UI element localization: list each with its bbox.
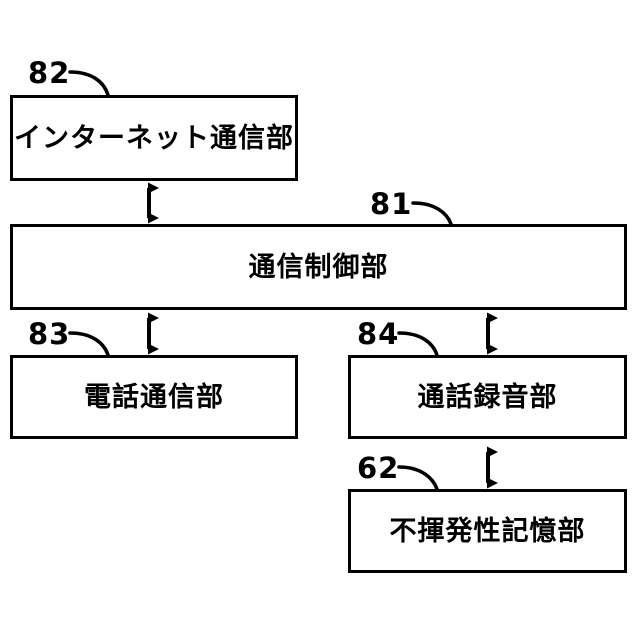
reference-number-83: 83 — [28, 317, 71, 351]
block-label-internet-communication-unit: インターネット通信部 — [14, 122, 294, 154]
block-internet-communication-unit: インターネット通信部 — [10, 95, 298, 181]
block-label-nonvolatile-storage-unit: 不揮発性記憶部 — [389, 515, 586, 547]
reference-number-81: 81 — [370, 187, 413, 221]
leader-line-84 — [397, 331, 439, 357]
leader-line-82 — [68, 70, 110, 97]
block-telephone-communication-unit: 電話通信部 — [10, 355, 298, 439]
block-communication-control-unit: 通信制御部 — [10, 224, 627, 310]
reference-number-62: 62 — [357, 451, 400, 485]
reference-number-82: 82 — [28, 56, 71, 90]
block-label-call-recording-unit: 通話録音部 — [417, 381, 558, 413]
leader-line-81 — [411, 201, 453, 226]
block-label-telephone-communication-unit: 電話通信部 — [84, 381, 224, 413]
block-nonvolatile-storage-unit: 不揮発性記憶部 — [348, 489, 627, 573]
leader-line-83 — [68, 331, 110, 357]
reference-number-84: 84 — [357, 317, 400, 351]
block-label-communication-control-unit: 通信制御部 — [248, 251, 389, 283]
block-call-recording-unit: 通話録音部 — [348, 355, 627, 439]
leader-line-62 — [397, 465, 439, 491]
